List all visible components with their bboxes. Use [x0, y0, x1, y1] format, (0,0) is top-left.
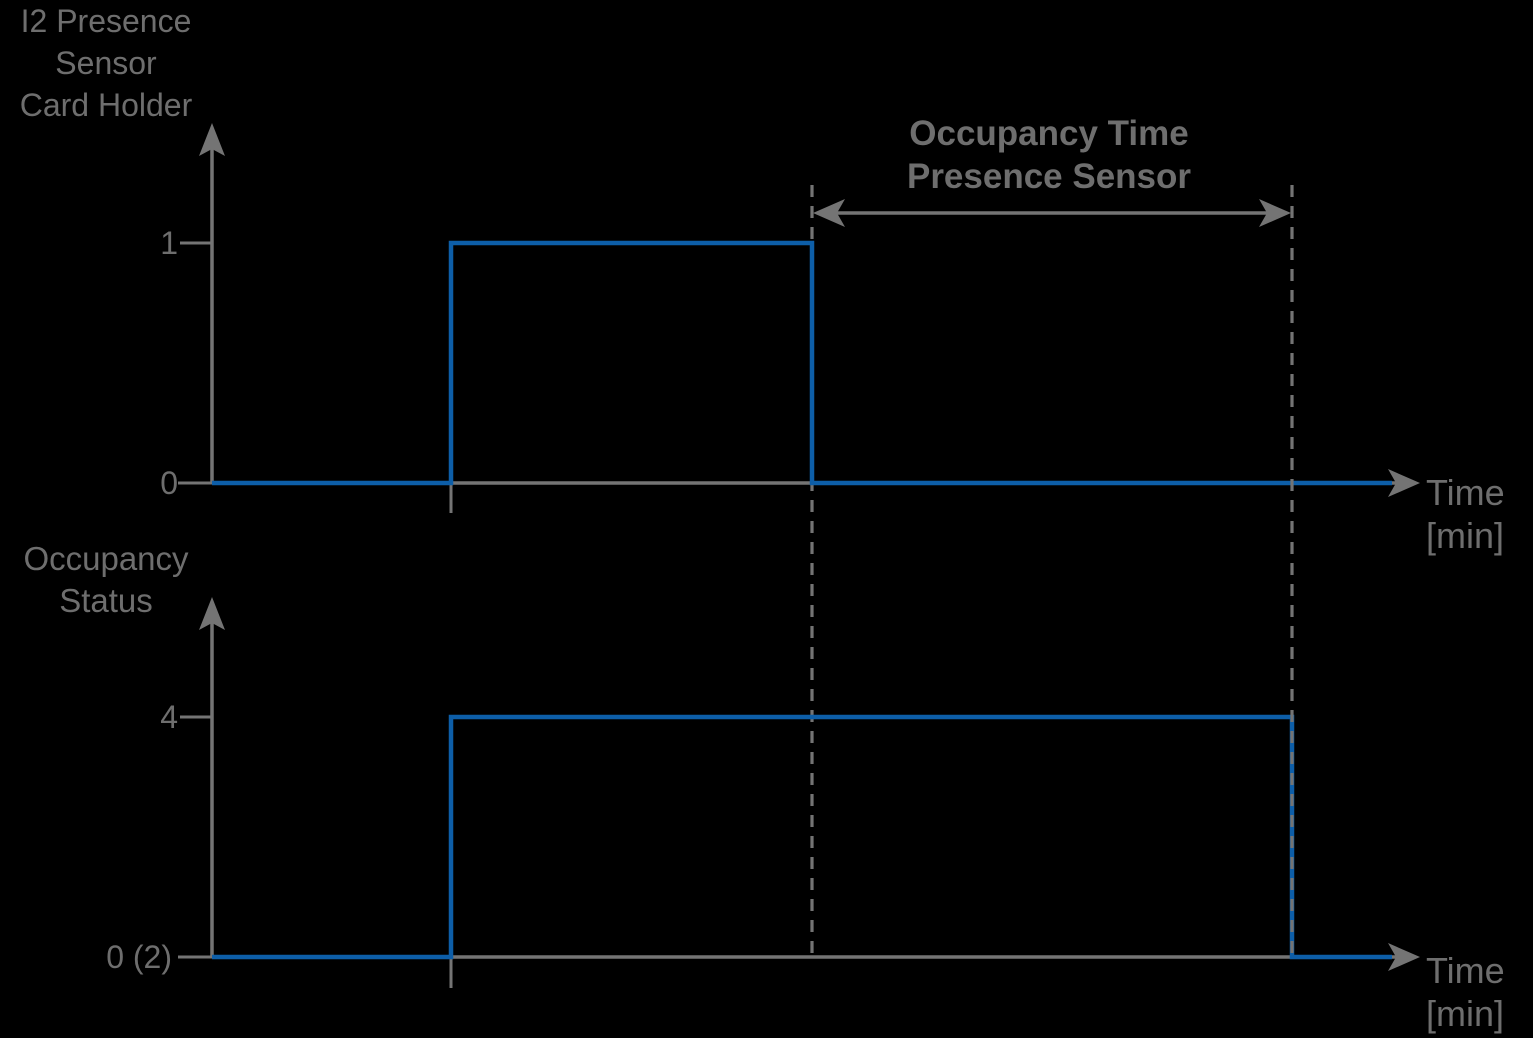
bottom-y-axis-arrowhead-icon: [199, 597, 225, 630]
top-chart-signal-trace: [212, 240, 1392, 486]
top-chart-ytick-1-label: 1: [160, 225, 178, 261]
bottom-x-axis-arrowhead-icon: [1388, 943, 1420, 971]
span-arrow-right-arrowhead-icon: [1259, 199, 1291, 227]
bottom-chart-ytick-4-label: 4: [160, 699, 178, 735]
top-chart-y-axis-label: I2 Presence Sensor Card Holder: [19, 3, 193, 123]
bottom-chart-y-axis-label: Occupancy Status: [23, 540, 189, 619]
top-chart-ytick-0-label: 0: [160, 465, 178, 501]
top-x-axis-arrowhead-icon: [1388, 469, 1420, 497]
bottom-chart-x-axis-label: Time [min]: [1426, 950, 1505, 1034]
bottom-chart-axes: [178, 597, 1420, 988]
occupancy-time-annotation-title: Occupancy Time Presence Sensor: [906, 114, 1192, 196]
bottom-chart-signal-trace: [212, 714, 1392, 960]
bottom-chart-ytick-0-label: 0 (2): [106, 939, 172, 975]
top-chart-x-axis-label: Time [min]: [1426, 472, 1505, 556]
occupancy-span-arrow: [813, 199, 1291, 227]
span-arrow-left-arrowhead-icon: [813, 199, 845, 227]
top-y-axis-arrowhead-icon: [199, 123, 225, 156]
